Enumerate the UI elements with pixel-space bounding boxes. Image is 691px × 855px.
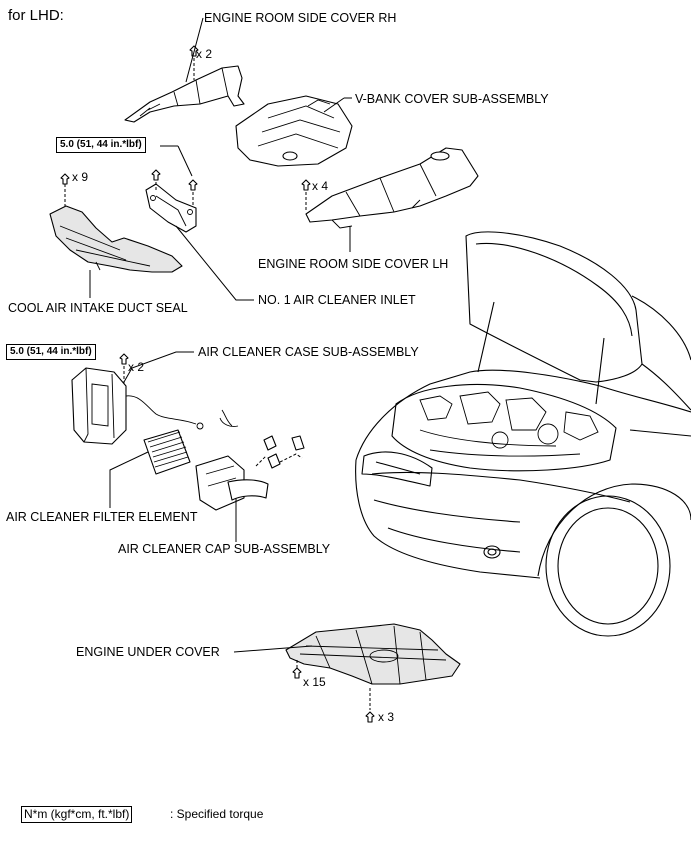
cool-air-intake-duct-seal-part <box>49 173 183 298</box>
engine-room-side-cover-rh-part <box>124 65 245 123</box>
label-air-cleaner-cap: AIR CLEANER CAP SUB-ASSEMBLY <box>118 542 331 556</box>
label-v-bank-cover: V-BANK COVER SUB-ASSEMBLY <box>355 92 549 106</box>
page-title: for LHD: <box>8 7 64 24</box>
engine-room-side-cover-lh-part <box>305 147 479 252</box>
lh-cover-clip <box>301 179 311 212</box>
engine-under-cover-part <box>233 623 461 723</box>
label-air-cleaner-filter-element: AIR CLEANER FILTER ELEMENT <box>6 510 198 524</box>
car-illustration <box>355 231 691 637</box>
no1-air-cleaner-inlet-part <box>145 169 254 301</box>
qty-under-cover-bolts: x 15 <box>303 675 326 689</box>
torque-box-case: 5.0 (51, 44 in.*lbf) <box>6 344 96 360</box>
legend-description: : Specified torque <box>170 807 264 821</box>
label-cool-air-intake-duct-seal: COOL AIR INTAKE DUCT SEAL <box>8 301 188 315</box>
label-no1-air-cleaner-inlet: NO. 1 AIR CLEANER INLET <box>258 293 416 307</box>
qty-duct-seal-clips: x 9 <box>72 170 89 184</box>
air-cleaner-filter-element-part <box>109 429 191 508</box>
qty-under-cover-clips: x 3 <box>378 710 395 724</box>
label-air-cleaner-case: AIR CLEANER CASE SUB-ASSEMBLY <box>198 345 419 359</box>
inlet-torque-leader <box>160 145 193 177</box>
v-bank-cover-part <box>235 95 353 167</box>
label-engine-room-side-cover-lh: ENGINE ROOM SIDE COVER LH <box>258 257 449 271</box>
qty-lh-cover-clips: x 4 <box>312 179 329 193</box>
legend-unit-box: N*m (kgf*cm, ft.*lbf) <box>21 806 133 823</box>
label-engine-room-side-cover-rh: ENGINE ROOM SIDE COVER RH <box>204 11 397 25</box>
label-engine-under-cover: ENGINE UNDER COVER <box>76 645 220 659</box>
hose-clips-part <box>255 435 305 469</box>
air-cleaner-case-part <box>71 351 204 445</box>
air-cleaner-cap-part <box>195 409 269 542</box>
qty-rh-cover-clips: x 2 <box>196 47 213 61</box>
rh-cover-clip <box>185 17 204 83</box>
qty-case-bolts: x 2 <box>128 360 145 374</box>
torque-box-inlet: 5.0 (51, 44 in.*lbf) <box>56 137 146 153</box>
